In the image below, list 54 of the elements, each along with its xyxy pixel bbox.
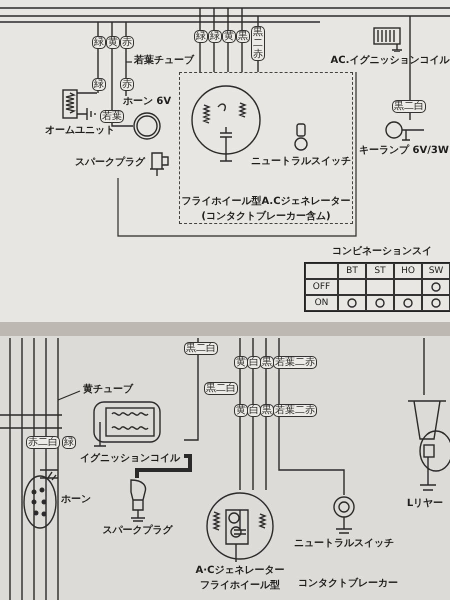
wire-line	[135, 454, 192, 478]
wire-color-tag: 赤	[120, 78, 134, 91]
part-label: フライホイール型A.Cジェネレーター	[181, 196, 351, 208]
wire-color-tag: 白	[247, 356, 261, 369]
wire-color-tag: 黒二白	[204, 382, 238, 395]
part-label: スパークプラグ	[75, 157, 145, 169]
wire-color-tag: 黒	[236, 30, 250, 43]
wire-color-tag: 黄	[234, 404, 248, 417]
wire-color-tag: 黒二白	[184, 342, 218, 355]
wire-color-tag: 緑	[208, 30, 222, 43]
part-label: (コンタクトブレーカー含ム)	[201, 211, 331, 223]
part-label: 若葉チューブ	[134, 55, 194, 67]
leader-line	[58, 390, 80, 401]
note-text: コンビネーションスイ	[332, 246, 432, 258]
part-label: フライホイール型	[200, 580, 280, 592]
wire-color-tag: 白	[247, 404, 261, 417]
part-label: ニュートラルスイッチ	[294, 538, 394, 550]
part-label: 黄チューブ	[83, 384, 133, 396]
generator-housing-outline	[179, 72, 353, 224]
row-header: OFF	[305, 279, 338, 295]
wire-color-tag: 若葉二赤	[273, 356, 317, 369]
wire-color-tag: 黒	[260, 356, 274, 369]
column-header: ST	[366, 263, 394, 279]
wire-color-tag: 緑	[62, 436, 76, 449]
note-text: コンタクトブレーカー	[298, 578, 398, 590]
part-label: ホーン 6V	[122, 96, 172, 108]
part-label: AC.イグニッションコイル	[330, 55, 450, 67]
column-header: BT	[338, 263, 366, 279]
part-label: イグニッションコイル	[80, 453, 180, 465]
part-label: キーランプ 6V/3W	[359, 145, 449, 157]
wire-color-tag: 若葉	[100, 110, 124, 123]
leader-line	[126, 61, 132, 63]
wire-color-tag: 黄	[234, 356, 248, 369]
part-label: ニュートラルスイッチ	[251, 156, 351, 168]
wire-color-tag: 赤	[120, 36, 134, 49]
wire-color-tag: 緑	[194, 30, 208, 43]
wire-color-tag: 若葉二赤	[273, 404, 317, 417]
wire-color-tag: 黒二白	[392, 100, 426, 113]
wire-line	[117, 72, 357, 237]
wire-color-tag: 緑	[92, 36, 106, 49]
part-label: オームユニット	[45, 125, 115, 137]
column-header: HO	[394, 263, 422, 279]
wire-color-tag: 赤二白	[26, 436, 60, 449]
part-label: ホーン	[61, 494, 91, 506]
part-label: Lリヤー	[406, 498, 444, 510]
part-label: スパークプラグ	[102, 525, 172, 537]
wire-color-tag: 緑	[92, 78, 106, 91]
row-header: ON	[305, 295, 338, 311]
wire-color-tag: 黄	[222, 30, 236, 43]
part-label: A·Cジェネレーター	[196, 565, 284, 577]
wire-color-tag: 黒二赤	[251, 26, 265, 61]
wire-color-tag: 黒	[260, 404, 274, 417]
wire-color-tag: 黄	[106, 36, 120, 49]
column-header: SW	[422, 263, 450, 279]
